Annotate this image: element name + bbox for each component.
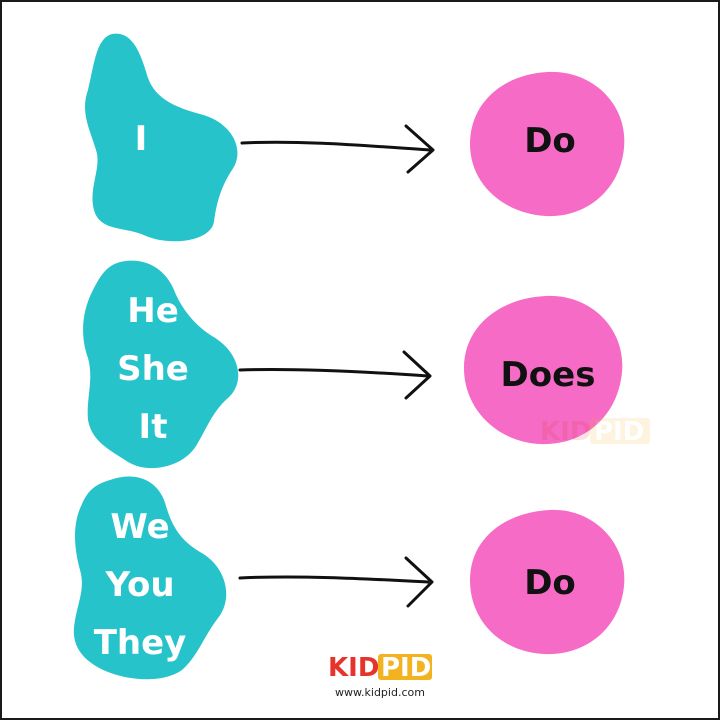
verb-circle-3 [470, 509, 625, 655]
pronoun-blob-3 [73, 476, 227, 680]
watermark-pid-box [590, 418, 650, 444]
row-1: I Do [85, 33, 625, 242]
kidpid-logo: KID PID www.kidpid.com [328, 653, 432, 699]
verb-do-3: Do [524, 563, 576, 603]
verb-do-1: Do [524, 121, 576, 161]
arrow-3 [238, 556, 434, 608]
pronoun-blob-2 [83, 260, 239, 469]
logo-kid: KID [328, 653, 379, 683]
pronoun-blob-1 [85, 33, 238, 242]
logo-pid: PID [381, 653, 431, 683]
watermark-pid: PID [594, 417, 644, 447]
row-3: We You They Do [73, 476, 625, 680]
verb-circle-1 [470, 71, 625, 217]
pronoun-you: You [104, 565, 174, 605]
logo-url: www.kidpid.com [335, 686, 425, 699]
verb-does: Does [501, 355, 596, 395]
pronoun-they: They [94, 623, 187, 663]
arrow-1 [240, 124, 435, 174]
pronoun-he: He [127, 291, 179, 331]
pronoun-she: She [117, 349, 189, 389]
logo-pid-box [378, 654, 432, 680]
kidpid-watermark: KID PID [540, 417, 650, 447]
pronoun-we: We [110, 507, 169, 547]
pronoun-i: I [135, 119, 148, 159]
arrow-2 [238, 350, 432, 400]
pronoun-it: It [139, 407, 168, 447]
watermark-kid: KID [540, 417, 591, 447]
row-2: He She It Does [83, 260, 623, 469]
verb-circle-2 [464, 295, 623, 445]
